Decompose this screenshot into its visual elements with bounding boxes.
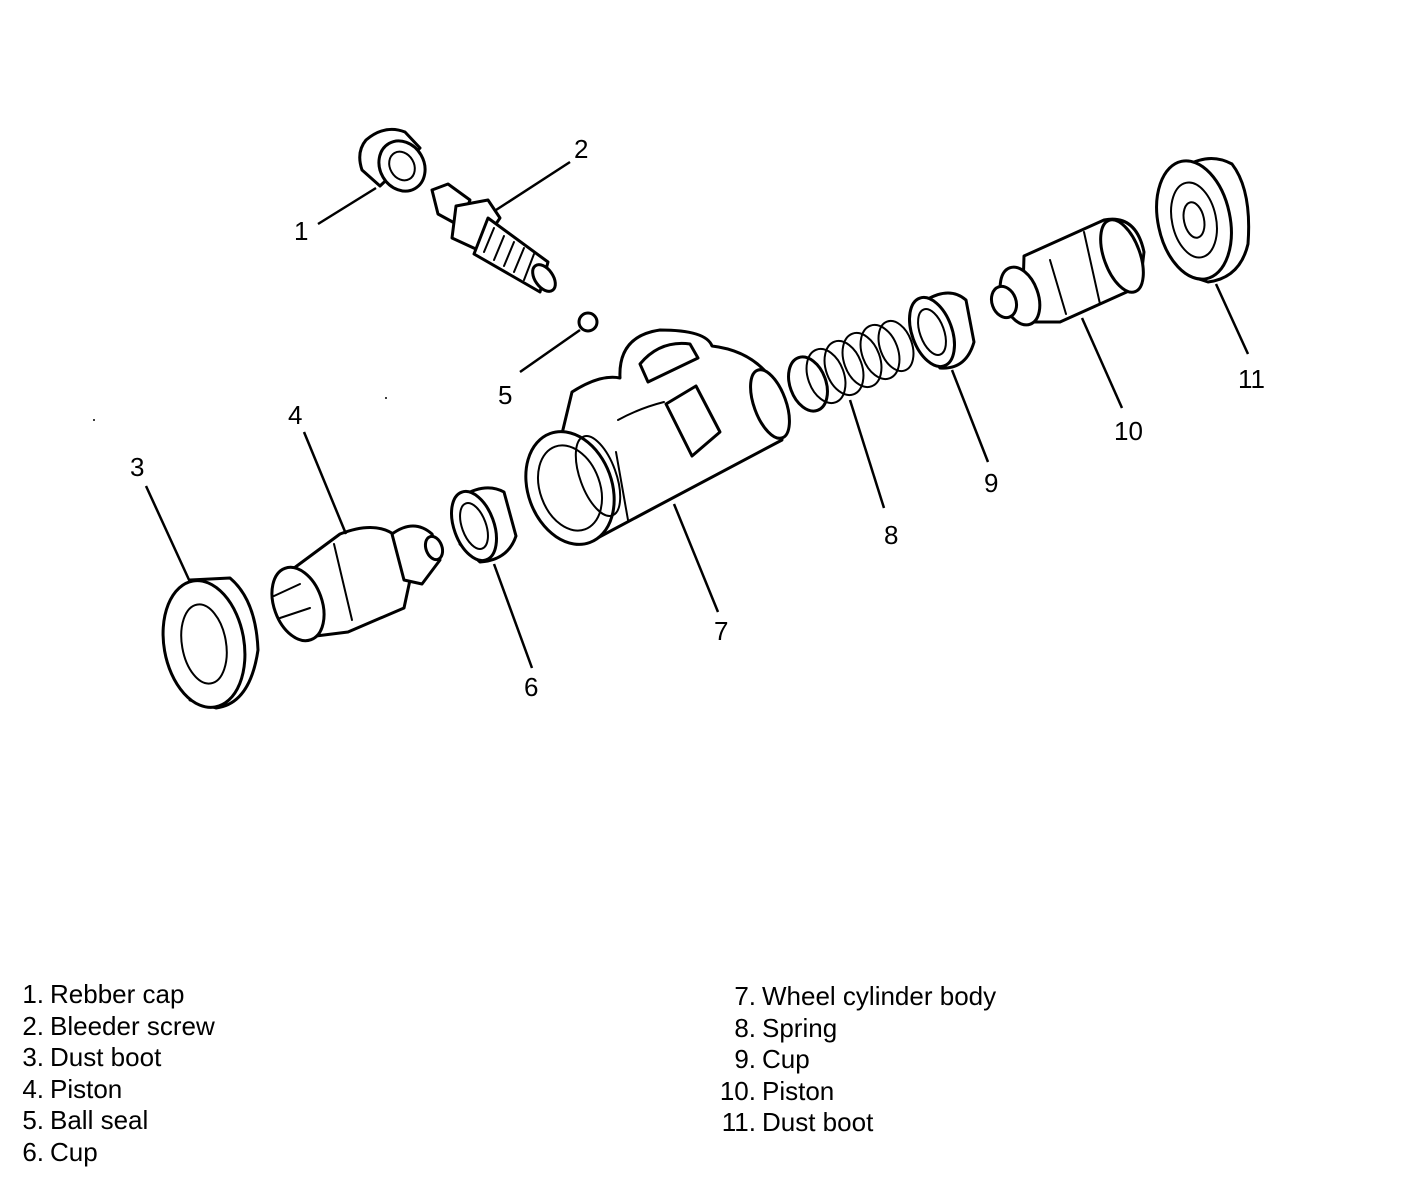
leader-line-2: [495, 160, 571, 212]
callout-7: 7: [714, 616, 728, 646]
part-rubber-cap: [358, 127, 427, 193]
callout-8: 8: [884, 520, 898, 550]
speck-mark: [93, 419, 95, 421]
legend-label: Cup: [762, 1044, 810, 1075]
legend-number: 9.: [734, 1044, 756, 1075]
leader-line-1: [317, 186, 377, 226]
legend-item: 11.Dust boot: [710, 1107, 996, 1139]
part-bleeder-screw: [430, 182, 557, 294]
callout-1: 1: [294, 216, 308, 246]
part-ball-seal: [577, 311, 599, 333]
legend-item: 1.Rebber cap: [10, 979, 215, 1011]
legend-label: Piston: [762, 1075, 835, 1106]
diagram-canvas: 1 2 3 4 5 6 7 8 9 10 11: [93, 127, 1265, 710]
legend-number: 8.: [734, 1012, 756, 1043]
part-dust-boot-right: [1155, 157, 1251, 284]
legend-label: Spring: [762, 1012, 838, 1043]
leader-line-8: [848, 399, 886, 509]
part-dust-boot-left: [161, 576, 260, 710]
callout-2: 2: [574, 134, 588, 164]
legend-label: Dust boot: [762, 1107, 874, 1138]
leader-line-6: [492, 563, 534, 669]
part-piston-right: [989, 217, 1146, 327]
part-cup-left: [450, 486, 518, 564]
legend-item: 2.Bleeder screw: [10, 1010, 215, 1043]
legend-right-column: 7.Wheel cylinder body 8.Spring 9.Cup 10.…: [710, 981, 996, 1139]
legend-label: Cup: [50, 1136, 98, 1167]
legend-item: 7.Wheel cylinder body: [710, 981, 996, 1013]
speck-mark: [385, 397, 387, 399]
legend-number: 4.: [22, 1073, 44, 1104]
part-wheel-cylinder-body: [524, 328, 791, 546]
callout-3: 3: [130, 452, 144, 482]
leader-line-5: [519, 328, 581, 374]
legend-item: 4.Piston: [10, 1074, 215, 1106]
legend-number: 6.: [22, 1136, 44, 1167]
legend-item: 5.Ball seal: [10, 1105, 215, 1137]
legend-number: 11.: [721, 1107, 756, 1138]
legend-item: 10.Piston: [710, 1076, 996, 1108]
legend-left-column: 1.Rebber cap 2.Bleeder screw 3.Dust boot…: [10, 979, 215, 1169]
legend-label: Dust boot: [50, 1042, 162, 1073]
callout-10: 10: [1114, 416, 1143, 446]
leader-line-9: [950, 369, 990, 463]
legend-number: 1.: [22, 979, 44, 1009]
callout-9: 9: [984, 468, 998, 498]
legend-item: 8.Spring: [710, 1013, 996, 1045]
legend-item: 9.Cup: [710, 1044, 996, 1076]
part-piston-left: [270, 524, 445, 643]
legend-number: 2.: [22, 1010, 44, 1041]
part-cup-right: [908, 291, 976, 370]
callout-5: 5: [498, 380, 512, 410]
leader-line-3: [144, 485, 192, 583]
leader-line-10: [1080, 317, 1124, 409]
callout-4: 4: [288, 400, 302, 430]
leader-line-4: [302, 431, 348, 535]
legend-label: Rebber cap: [50, 979, 185, 1009]
legend-number: 3.: [22, 1042, 44, 1073]
legend-label: Piston: [50, 1073, 123, 1104]
legend-label: Wheel cylinder body: [762, 981, 997, 1011]
part-spring: [787, 319, 915, 413]
callout-6: 6: [524, 672, 538, 702]
legend-label: Ball seal: [50, 1105, 149, 1136]
legend-number: 7.: [734, 981, 756, 1011]
legend-number: 5.: [22, 1105, 44, 1136]
legend-number: 10.: [719, 1075, 756, 1106]
leader-line-11: [1214, 283, 1250, 355]
legend-label: Bleeder screw: [50, 1010, 215, 1041]
legend-item: 3.Dust boot: [10, 1042, 215, 1074]
callout-11: 11: [1238, 364, 1265, 394]
legend-item: 6.Cup: [10, 1137, 215, 1169]
leader-line-7: [672, 503, 720, 613]
